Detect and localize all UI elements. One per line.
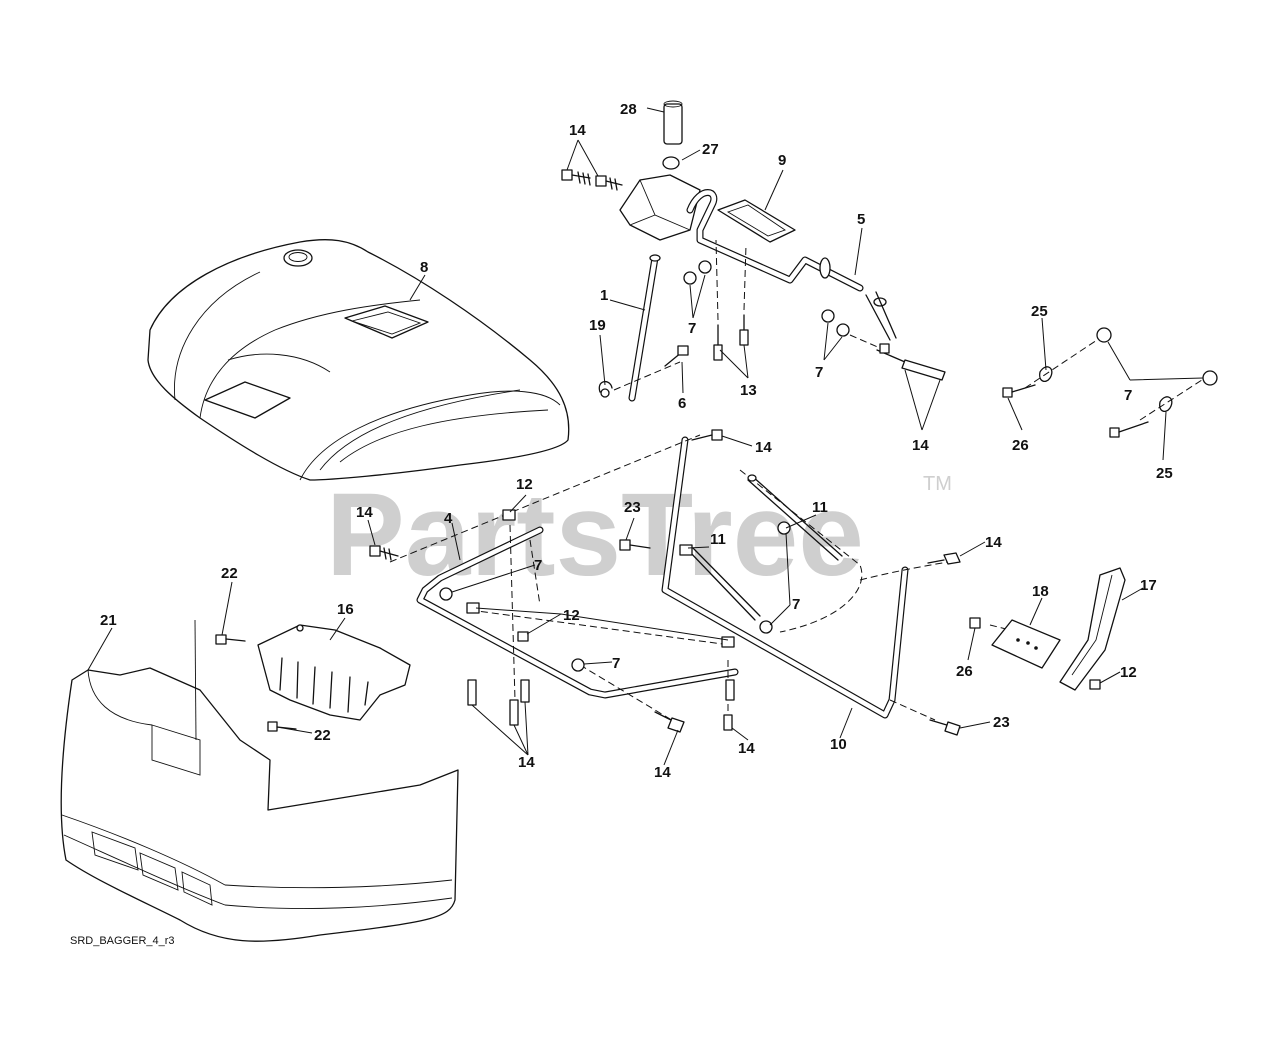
callout-14[interactable]: 14 (755, 439, 772, 456)
callout-14[interactable]: 14 (654, 764, 671, 781)
drawing-code: SRD_BAGGER_4_r3 (70, 935, 175, 947)
callout-19[interactable]: 19 (589, 317, 606, 334)
callout-14[interactable]: 14 (569, 122, 586, 139)
callout-22[interactable]: 22 (314, 727, 331, 744)
callout-7[interactable]: 7 (792, 596, 800, 613)
part-21-bagger-bin[interactable] (60, 619, 459, 942)
callout-28[interactable]: 28 (620, 101, 637, 118)
callout-14[interactable]: 14 (738, 740, 755, 757)
callout-4[interactable]: 4 (444, 510, 453, 527)
part-10-frame[interactable] (661, 436, 909, 719)
callout-25[interactable]: 25 (1031, 303, 1048, 320)
part-6-bolt[interactable] (664, 345, 689, 367)
watermark: PartsTree TM (326, 469, 952, 601)
callout-9[interactable]: 9 (778, 152, 786, 169)
part-18-plate[interactable] (969, 617, 1061, 669)
callout-labels: 28 27 14 9 5 8 1 19 7 6 13 7 14 25 7 26 … (100, 101, 1173, 781)
part-4-frame[interactable] (416, 526, 739, 699)
callout-7[interactable]: 7 (534, 557, 542, 574)
watermark-brand: PartsTree (326, 469, 864, 601)
callout-7[interactable]: 7 (1124, 387, 1132, 404)
part-11-links[interactable] (679, 474, 843, 621)
callout-21[interactable]: 21 (100, 612, 117, 629)
frame-hardware[interactable] (369, 429, 961, 736)
callout-7[interactable]: 7 (612, 655, 620, 672)
watermark-trademark: TM (923, 473, 952, 495)
callout-14[interactable]: 14 (912, 437, 929, 454)
callout-1[interactable]: 1 (600, 287, 608, 304)
callout-7[interactable]: 7 (688, 320, 696, 337)
callout-16[interactable]: 16 (337, 601, 354, 618)
callout-18[interactable]: 18 (1032, 583, 1049, 600)
part-17-bracket[interactable] (1059, 567, 1126, 691)
callout-14[interactable]: 14 (356, 504, 373, 521)
callout-14[interactable]: 14 (985, 534, 1002, 551)
part-1-rod[interactable] (628, 254, 661, 402)
callout-5[interactable]: 5 (857, 211, 865, 228)
callout-11[interactable]: 11 (812, 499, 828, 516)
callout-13[interactable]: 13 (740, 382, 757, 399)
callout-10[interactable]: 10 (830, 736, 847, 753)
callout-12[interactable]: 12 (516, 476, 533, 493)
callout-27[interactable]: 27 (702, 141, 719, 158)
callout-14[interactable]: 14 (518, 754, 535, 771)
callout-26[interactable]: 26 (1012, 437, 1029, 454)
assembly-dashed-lines (389, 337, 1206, 726)
callout-11[interactable]: 11 (710, 531, 726, 548)
callout-22[interactable]: 22 (221, 565, 238, 582)
callout-12[interactable]: 12 (1120, 664, 1137, 681)
callout-8[interactable]: 8 (420, 259, 428, 276)
leader-lines (87, 107, 1204, 766)
callout-17[interactable]: 17 (1140, 577, 1157, 594)
part-19-pin[interactable] (598, 361, 681, 398)
callout-25[interactable]: 25 (1156, 465, 1173, 482)
callout-7[interactable]: 7 (815, 364, 823, 381)
callout-6[interactable]: 6 (678, 395, 686, 412)
part-25-26-latches[interactable] (1002, 327, 1218, 438)
part-8-cover[interactable] (147, 239, 570, 481)
part-16-deflector[interactable] (257, 624, 411, 721)
callout-23[interactable]: 23 (993, 714, 1010, 731)
callout-23[interactable]: 23 (624, 499, 641, 516)
callout-12[interactable]: 12 (563, 607, 580, 624)
callout-26[interactable]: 26 (956, 663, 973, 680)
upper-bracket-assembly[interactable] (561, 100, 946, 381)
